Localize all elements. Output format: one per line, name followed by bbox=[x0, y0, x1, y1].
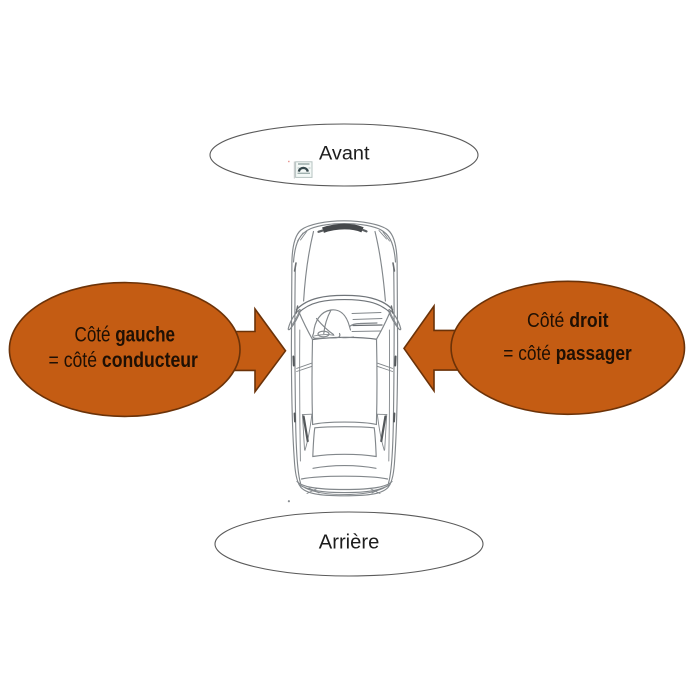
svg-text:Avant: Avant bbox=[319, 143, 370, 165]
svg-text:Côté droit: Côté droit bbox=[527, 309, 609, 332]
svg-text:Arrière: Arrière bbox=[319, 532, 380, 554]
svg-text:Côté gauche: Côté gauche bbox=[75, 324, 176, 347]
svg-text:= côté conducteur: = côté conducteur bbox=[49, 349, 198, 372]
svg-text:= côté passager: = côté passager bbox=[503, 342, 631, 365]
